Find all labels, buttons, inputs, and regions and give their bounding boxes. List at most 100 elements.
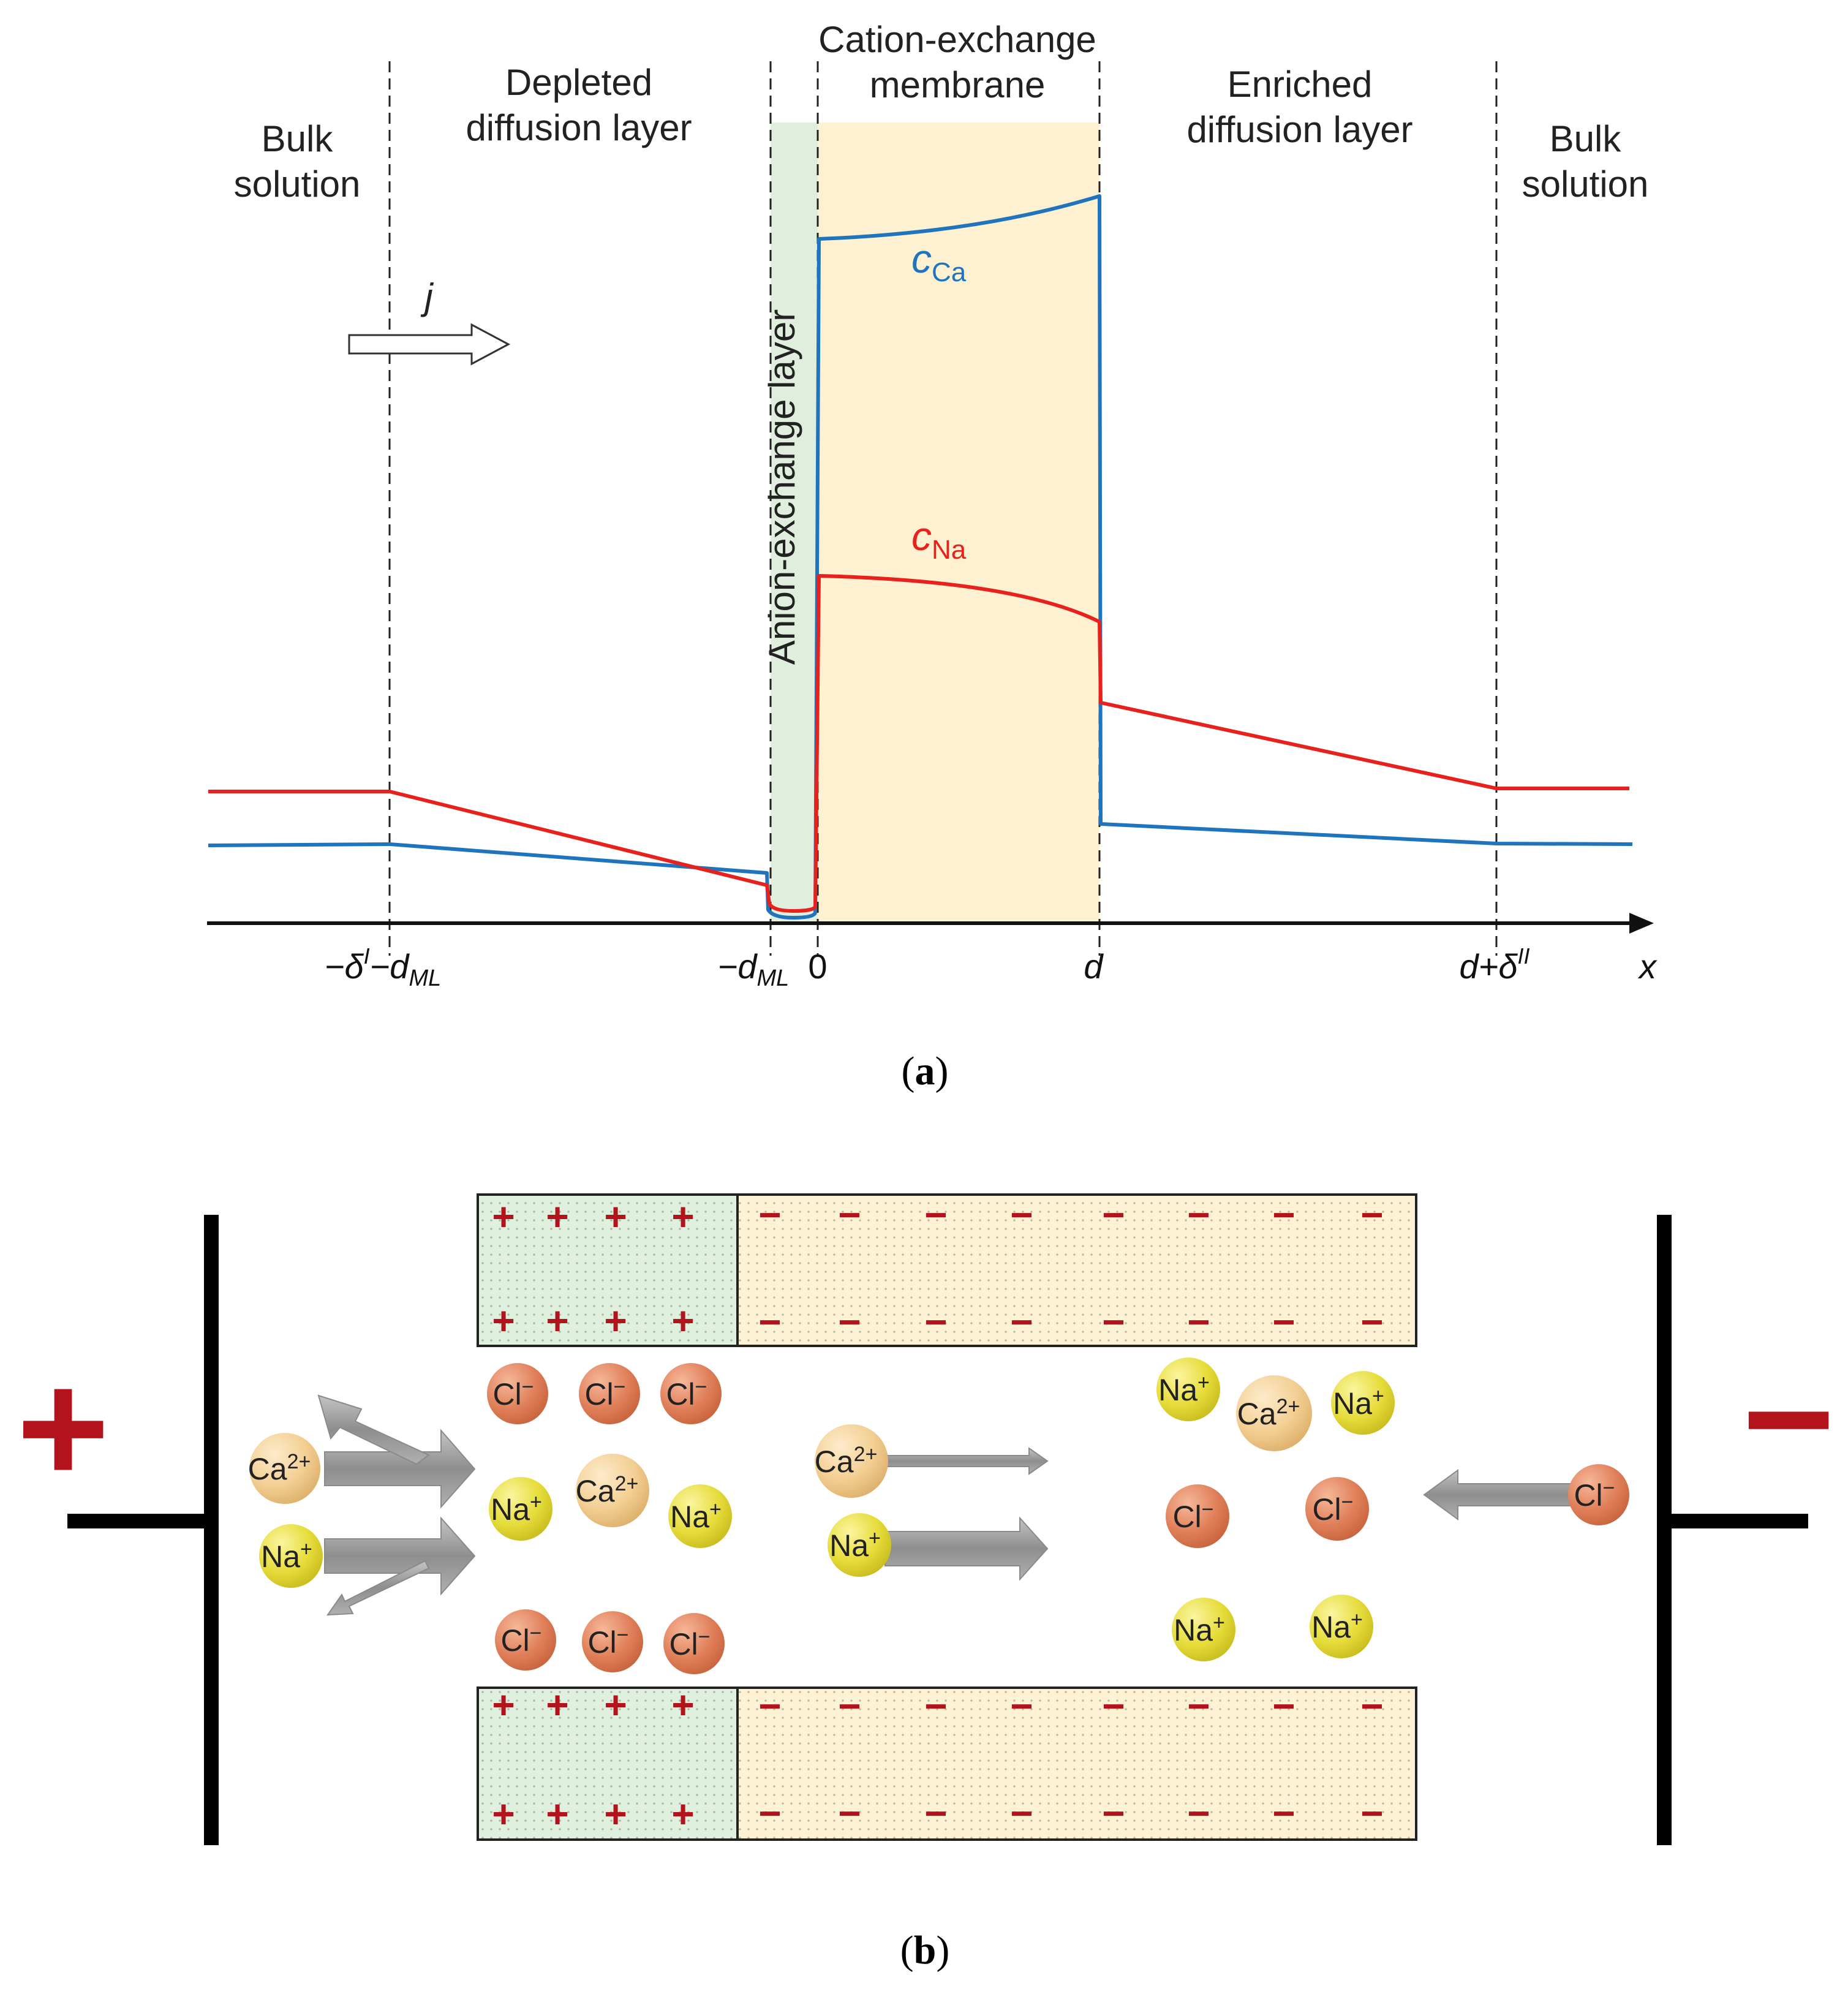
cation-membrane-label-2: membrane [870,64,1046,105]
fixed-charge-minus: − [1187,1684,1210,1728]
fixed-charge-minus: − [1272,1684,1295,1728]
na-ion: Na+ [489,1477,553,1541]
na-entry-arrow [324,1516,476,1596]
fixed-charge-minus: − [1272,1193,1295,1237]
na-ion: Na+ [259,1524,323,1588]
svg-text:Cl−: Cl− [669,1625,710,1661]
svg-text:Ca2+: Ca2+ [576,1472,639,1508]
cation-exchange-membrane-zone [818,123,1099,921]
cl-ion: Cl− [495,1609,556,1671]
fixed-charge-minus: − [1272,1791,1295,1835]
svg-text:Na+: Na+ [491,1490,542,1527]
cation-membrane-label-1: Cation-exchange [818,19,1096,60]
svg-text:Na+: Na+ [829,1527,881,1563]
fixed-charge-minus: − [838,1300,861,1344]
na-ion: Na+ [1156,1358,1220,1421]
svg-text:Cl−: Cl− [666,1375,707,1411]
fixed-charge-plus: + [492,1683,515,1727]
tick-label-minus-dml: −dML [718,947,790,991]
na-reflected-arrow [326,1560,430,1616]
fixed-charge-plus: + [671,1683,694,1727]
na-curve-label: cNa [911,513,967,565]
fixed-charge-plus: + [604,1683,627,1727]
cl-ion: Cl− [1166,1484,1229,1548]
svg-text:Cl−: Cl− [587,1623,628,1660]
tick-label-minus-delta-i-minus-dml: −δI−dML [325,943,442,991]
ca-ion: Ca2+ [1236,1375,1312,1451]
fixed-charge-plus: + [546,1683,568,1727]
svg-text:Cl−: Cl− [1172,1498,1213,1534]
ca-ion: Ca2+ [248,1433,320,1504]
fixed-charge-minus: − [1272,1300,1295,1344]
fixed-charge-minus: − [1187,1791,1210,1835]
panel-a: Bulk solution Depleted diffusion layer C… [207,19,1658,1094]
tick-label-zero: 0 [808,947,827,986]
fixed-charge-minus: − [1360,1684,1383,1728]
anion-exchange-layer-label: Anion-exchange layer [761,309,802,665]
depleted-layer-label-1: Depleted [505,62,652,103]
ions: Cl− Cl− Cl− Ca2+ Na+ Na+ Ca2+ Na+ Cl− Cl… [248,1358,1629,1674]
svg-text:Ca2+: Ca2+ [815,1443,878,1479]
tick-label-d: d [1084,947,1104,986]
svg-text:Cl−: Cl− [1574,1476,1615,1513]
enriched-layer-label-2: diffusion layer [1186,109,1412,150]
fixed-charge-minus: − [838,1684,861,1728]
cl-ion: Cl− [1568,1464,1629,1525]
ca-curve-label: cCa [911,236,967,287]
panel-b-caption: (b) [900,1928,950,1973]
fixed-charge-minus: − [1010,1193,1033,1237]
svg-text:Na+: Na+ [1174,1611,1225,1647]
fixed-charge-minus: − [1102,1791,1125,1835]
svg-text:Na+: Na+ [1311,1608,1363,1644]
fixed-charge-minus: − [924,1300,947,1344]
svg-text:Na+: Na+ [261,1538,312,1574]
fixed-charge-plus: + [546,1195,568,1239]
fixed-charge-plus: + [546,1792,568,1836]
fixed-charge-minus: − [1010,1791,1033,1835]
panel-a-caption: (a) [902,1049,949,1094]
fixed-charge-minus: − [924,1193,947,1237]
fixed-charge-minus: − [758,1684,781,1728]
fixed-charge-minus: − [924,1684,947,1728]
ca-channel-arrow [884,1447,1049,1475]
cl-ion: Cl− [487,1363,548,1424]
anode-plus-sign: + [17,1339,110,1517]
svg-text:Ca2+: Ca2+ [1237,1395,1300,1431]
na-channel-arrow [884,1516,1049,1581]
fixed-charge-minus: − [838,1193,861,1237]
bulk-solution-left-label-1: Bulk [262,118,334,159]
cl-ion: Cl− [1305,1477,1369,1541]
svg-text:Na+: Na+ [1158,1371,1210,1407]
fixed-charge-plus: + [604,1299,627,1343]
na-ion: Na+ [668,1484,732,1548]
fixed-charge-minus: − [758,1300,781,1344]
fixed-charge-plus: + [604,1195,627,1239]
ca-concentration-curve [208,194,1633,920]
cl-ion: Cl− [579,1363,640,1424]
flux-arrow [348,323,511,366]
bottom-membrane-charges: + + + + + + + + − − − − − − − − − − − − [492,1683,1383,1836]
svg-text:Cl−: Cl− [500,1622,541,1658]
fixed-charge-minus: − [1010,1300,1033,1344]
fixed-charge-plus: + [671,1792,694,1836]
cathode-minus-sign: − [1742,1330,1835,1508]
svg-text:Na+: Na+ [670,1498,722,1534]
fixed-charge-plus: + [492,1299,515,1343]
bottom-membrane: + + + + + + + + − − − − − − − − − − − − [477,1683,1417,1841]
fixed-charge-minus: − [1360,1791,1383,1835]
svg-text:Cl−: Cl− [1312,1490,1353,1527]
fixed-charge-plus: + [604,1792,627,1836]
fixed-charge-minus: − [1102,1300,1125,1344]
cl-ion: Cl− [663,1613,725,1674]
anion-exchange-layer-zone [771,123,818,921]
fixed-charge-plus: + [671,1299,694,1343]
fixed-charge-minus: − [1360,1193,1383,1237]
depleted-layer-label-2: diffusion layer [466,107,692,148]
x-axis-arrowhead [1629,913,1654,934]
panel-b: + − + + + + + + + + − − − [17,1193,1835,1973]
svg-text:Cl−: Cl− [584,1375,625,1411]
bulk-solution-right-label-1: Bulk [1550,118,1622,159]
ca-entry-arrow [324,1429,476,1509]
fixed-charge-plus: + [546,1299,568,1343]
